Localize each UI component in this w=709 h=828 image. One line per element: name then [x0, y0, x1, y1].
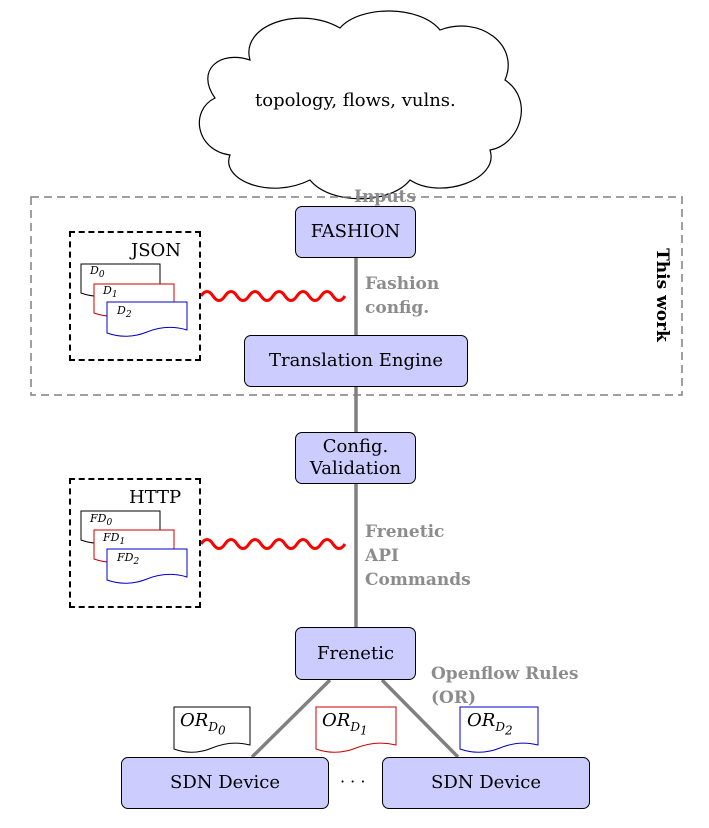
http-title: HTTP	[129, 487, 182, 508]
fashion-node[interactable]: FASHION	[295, 206, 416, 258]
inputs-label: Inputs	[354, 187, 416, 207]
or-base: OR	[322, 710, 351, 731]
fashion-config-label: Fashion config.	[365, 272, 439, 320]
json-doc-stack	[80, 263, 188, 337]
edges	[250, 258, 460, 759]
doc-shape	[106, 301, 188, 337]
doc-shape	[315, 706, 397, 753]
json-title: JSON	[131, 240, 182, 261]
doc-sub: 0	[106, 518, 113, 529]
squiggle-http	[199, 538, 347, 550]
cloud-text: topology, flows, vulns.	[255, 90, 456, 111]
http-group	[69, 478, 201, 608]
or-doc-1: ORD1	[322, 710, 368, 737]
fashion-config-line1: Fashion	[365, 274, 440, 294]
or-sub: D	[495, 719, 505, 734]
doc-base: D	[103, 284, 112, 297]
http-doc-1: FD1	[103, 531, 125, 547]
openflow-line1: Openflow Rules	[431, 664, 579, 684]
translation-engine-node[interactable]: Translation Engine	[244, 335, 468, 387]
frenetic-api-line1: Frenetic	[365, 522, 445, 542]
doc-sub: 0	[98, 270, 105, 281]
doc-base: D	[90, 264, 99, 277]
or-doc-2: ORD2	[467, 710, 513, 737]
config-validation-label-line2: Validation	[309, 458, 402, 479]
http-doc-0: FD0	[90, 512, 112, 528]
doc-shape	[173, 706, 251, 753]
doc-sub: 2	[125, 310, 132, 321]
sdn-device-right-label: SDN Device	[431, 772, 541, 793]
doc-sub: 1	[111, 290, 118, 301]
http-doc-stack	[80, 510, 188, 584]
doc-sub: 2	[133, 557, 140, 568]
edge-frenetic-sdn-right	[380, 678, 460, 759]
or-subsub: 1	[359, 722, 368, 737]
edge-frenetic-sdn-left	[250, 678, 332, 759]
doc-base: FD	[103, 531, 120, 544]
doc-sub: 1	[119, 537, 126, 548]
http-doc-2: FD2	[117, 551, 139, 567]
sdn-device-left-label: SDN Device	[170, 772, 280, 793]
doc-base: FD	[117, 551, 134, 564]
or-sub: D	[350, 719, 360, 734]
json-doc-1: D1	[103, 284, 118, 300]
ellipsis: · · ·	[340, 772, 366, 791]
or-subsub: 0	[217, 722, 226, 737]
frenetic-api-line2: API	[365, 546, 399, 566]
or-doc-0: ORD0	[180, 710, 226, 737]
frenetic-label: Frenetic	[316, 642, 395, 664]
frenetic-api-line3: Commands	[365, 570, 471, 590]
or-base: OR	[467, 710, 496, 731]
sdn-device-right-node[interactable]: SDN Device	[382, 757, 590, 809]
openflow-line2: (OR)	[431, 688, 477, 708]
openflow-label: Openflow Rules (OR)	[431, 662, 578, 710]
fashion-label: FASHION	[310, 221, 401, 242]
frenetic-node[interactable]: Frenetic	[295, 627, 416, 680]
doc-shape	[106, 548, 188, 584]
config-validation-label-line1: Config.	[322, 436, 389, 457]
fashion-config-line2: config.	[365, 298, 430, 318]
json-group	[69, 231, 201, 361]
config-validation-node[interactable]: Config. Validation	[295, 432, 416, 484]
doc-shape	[459, 706, 539, 753]
frenetic-api-label: Frenetic API Commands	[365, 520, 471, 592]
json-doc-0: D0	[90, 264, 105, 280]
or-subsub: 2	[504, 722, 513, 737]
this-work-label: This work	[652, 248, 672, 342]
doc-base: FD	[90, 512, 107, 525]
json-doc-2: D2	[117, 304, 132, 320]
sdn-device-left-node[interactable]: SDN Device	[121, 757, 329, 809]
or-sub: D	[208, 719, 218, 734]
or-base: OR	[180, 710, 209, 731]
doc-base: D	[117, 304, 126, 317]
translation-engine-label: Translation Engine	[268, 350, 444, 371]
cloud-shape	[198, 10, 522, 200]
or-doc-shapes	[173, 706, 539, 753]
squiggle-json	[199, 290, 347, 302]
